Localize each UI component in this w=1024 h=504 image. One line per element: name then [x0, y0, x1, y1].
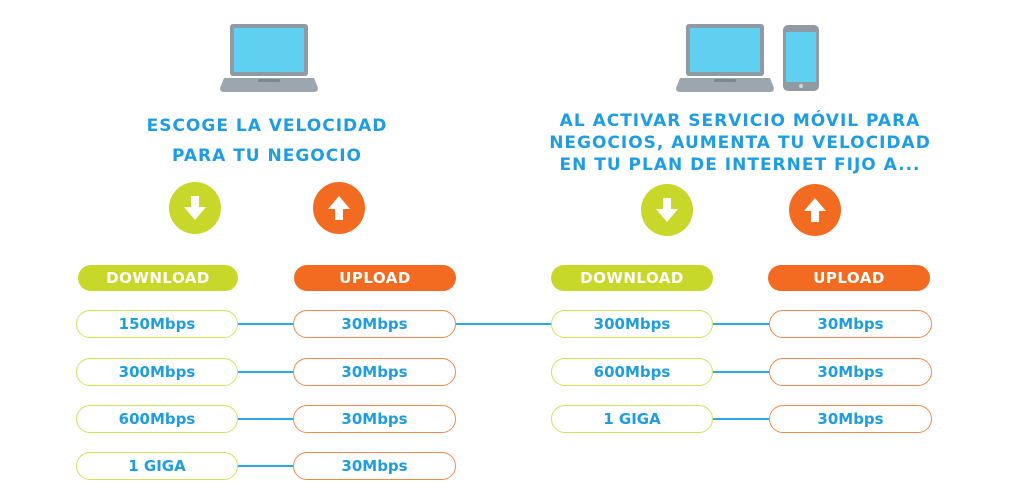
- download-header: DOWNLOAD: [551, 265, 713, 291]
- upload-speed: 30Mbps: [293, 310, 456, 338]
- connector-line: [713, 371, 769, 373]
- smartphone-icon: [783, 25, 819, 91]
- title-line: PARA TU NEGOCIO: [171, 146, 363, 166]
- upload-arrow-icon: [313, 182, 365, 234]
- download-speed: 300Mbps: [76, 358, 238, 386]
- upload-speed: 30Mbps: [293, 405, 456, 433]
- title-line: EN TU PLAN DE INTERNET FIJO A...: [559, 155, 921, 175]
- laptop-icon: [676, 24, 774, 92]
- upload-speed: 30Mbps: [293, 452, 456, 480]
- connector-line: [238, 465, 294, 467]
- connector-line: [238, 418, 294, 420]
- left-title: ESCOGE LA VELOCIDAD PARA TU NEGOCIO: [108, 114, 426, 168]
- download-speed: 300Mbps: [551, 310, 713, 338]
- upload-speed: 30Mbps: [769, 405, 932, 433]
- laptop-icon: [220, 24, 318, 92]
- right-title: AL ACTIVAR SERVICIO MÓVIL PARA NEGOCIOS,…: [540, 110, 940, 176]
- download-speed: 600Mbps: [76, 405, 238, 433]
- connector-line: [238, 323, 294, 325]
- title-line: AL ACTIVAR SERVICIO MÓVIL PARA: [559, 111, 921, 131]
- download-speed: 150Mbps: [76, 310, 238, 338]
- download-speed: 1 GIGA: [76, 452, 238, 480]
- upload-speed: 30Mbps: [769, 310, 932, 338]
- download-speed: 600Mbps: [551, 358, 713, 386]
- download-arrow-icon: [169, 182, 221, 234]
- upload-header: UPLOAD: [294, 265, 456, 291]
- title-line: NEGOCIOS, AUMENTA TU VELOCIDAD: [549, 133, 931, 153]
- upload-header: UPLOAD: [768, 265, 930, 291]
- upload-speed: 30Mbps: [769, 358, 932, 386]
- connector-line: [713, 418, 769, 420]
- connector-line: [456, 323, 552, 325]
- connector-line: [713, 323, 769, 325]
- download-header: DOWNLOAD: [78, 265, 238, 291]
- upload-speed: 30Mbps: [293, 358, 456, 386]
- upload-arrow-icon: [789, 184, 841, 236]
- download-speed: 1 GIGA: [551, 405, 713, 433]
- connector-line: [238, 371, 294, 373]
- title-line: ESCOGE LA VELOCIDAD: [146, 116, 388, 136]
- download-arrow-icon: [641, 184, 693, 236]
